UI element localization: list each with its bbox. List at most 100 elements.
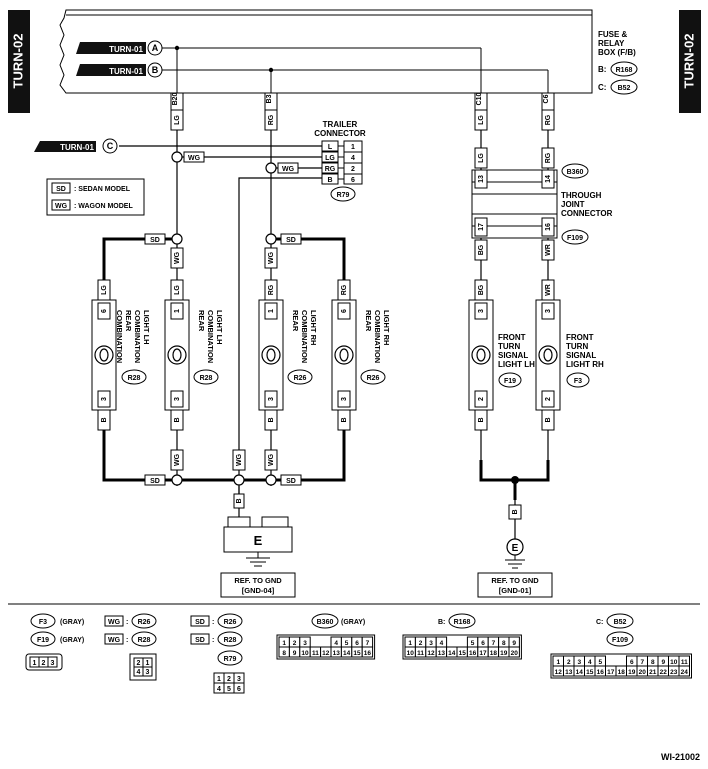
connector-pin-number: 17 — [607, 669, 615, 676]
tj-top-conn: B360 — [567, 169, 584, 176]
wire-wg-v2: WG — [268, 251, 275, 264]
trailer-pin-6: 6 — [351, 177, 355, 184]
connector-pin-cell — [508, 646, 520, 658]
legend-f19: F19 — [37, 637, 49, 644]
legend-f3-gray: (GRAY) — [60, 619, 84, 626]
trailer-wire-b: B — [327, 177, 332, 184]
front-lamp-labels: FRONT TURN SIGNAL LIGHT LH FRONT TURN SI… — [498, 333, 604, 388]
connector-pin-number: 19 — [628, 669, 636, 676]
flh-pin-3: 3 — [478, 309, 485, 313]
connector-pin-number: 15 — [353, 650, 361, 657]
conn6-pin-5: 5 — [227, 686, 231, 693]
sd-tags: SD SD SD SD — [144, 233, 302, 486]
connector-pin-number: 11 — [312, 650, 319, 657]
model-legend: SD : SEDAN MODEL WG : WAGON MODEL — [46, 178, 145, 216]
wire-b-5: B — [478, 417, 485, 422]
rrh2-pin-6: 6 — [341, 309, 348, 313]
turn01-a-label: TURN-01 — [109, 45, 143, 54]
rlh-label-2: COMBINATION — [115, 310, 124, 363]
trailer-wire-l: L — [328, 144, 333, 151]
connector-pin-number: 20 — [511, 650, 519, 657]
trailer-wire-rg: RG — [325, 166, 336, 173]
connector-pin-number: 6 — [630, 659, 634, 666]
lamp-pin-boxes — [97, 302, 555, 408]
turn01-b-ref: TURN-01 B — [76, 62, 163, 78]
legend-r28-1: R28 — [138, 637, 151, 644]
connector-pin-number: 1 — [282, 640, 286, 647]
pin-b3: B3 — [266, 94, 273, 103]
rrh-pin-3: 3 — [268, 397, 275, 401]
frh-pin-2: 2 — [545, 397, 552, 401]
connector-pin-number: 17 — [479, 650, 487, 657]
wire-wr-1: WR — [545, 244, 552, 256]
legend-wg-1: WG — [108, 619, 121, 626]
trailer-label-2: CONNECTOR — [314, 129, 366, 138]
conn6-pin-4: 4 — [217, 686, 221, 693]
fuse-box-internal-wires — [162, 47, 549, 93]
legend-wg-desc: : WAGON MODEL — [74, 203, 133, 210]
legend-f109-code: F109 — [612, 637, 628, 644]
rear-lamp-conns: R28 R28 R26 R26 — [121, 369, 386, 385]
wire-b-2: B — [174, 417, 181, 422]
fuse-box-c-prefix: C: — [598, 83, 606, 92]
conn3-pin-3: 3 — [51, 660, 55, 667]
connector-pin-number: 5 — [345, 640, 349, 647]
conn6-pin-2: 2 — [227, 676, 231, 683]
wire-rg-5: RG — [545, 152, 552, 163]
rlh-pin-6: 6 — [101, 309, 108, 313]
rlh2-pin-3: 3 — [174, 397, 181, 401]
rlh2-conn: R28 — [200, 375, 213, 382]
through-joint-connector — [471, 169, 558, 239]
connector-pin-number: 13 — [438, 650, 446, 657]
tj-label-2: JOINT — [561, 200, 585, 209]
connector-pin-number: 18 — [618, 669, 626, 676]
connector-pin-number: 2 — [567, 659, 571, 666]
rrh-label-2: COMBINATION — [300, 310, 309, 363]
legend-r79: R79 — [224, 656, 237, 663]
fuse-relay-box — [59, 9, 593, 94]
wire-lg-5: LG — [478, 153, 485, 163]
flh-conn: F19 — [504, 378, 516, 385]
fuse-box-b-prefix: B: — [598, 65, 606, 74]
trailer-wire-lg: LG — [325, 155, 335, 162]
rlh1-label-3: LIGHT LH — [142, 310, 151, 345]
connector-pin-number: 6 — [355, 640, 359, 647]
turn01-c-label: TURN-01 — [60, 143, 94, 152]
rrh2-pin-3: 3 — [341, 397, 348, 401]
rrh2-conn: R26 — [367, 375, 380, 382]
ref-b-letter: B — [152, 65, 159, 75]
conn6-pin-3: 3 — [237, 676, 241, 683]
rlh-conn: R28 — [128, 375, 141, 382]
connector-pin-number: 7 — [640, 659, 644, 666]
connector-pin-number: 2 — [293, 640, 297, 647]
rrh-label-1: REAR — [291, 310, 300, 332]
rrh2-label-1: REAR — [364, 310, 373, 332]
legend-f3: F3 — [39, 619, 47, 626]
frh-label-3: SIGNAL — [566, 351, 596, 360]
frh-conn: F3 — [574, 378, 582, 385]
connector-pin-number: 20 — [639, 669, 647, 676]
side-tab-right: TURN-02 — [679, 10, 701, 113]
rlh2-pin-1: 1 — [174, 309, 181, 313]
trailer-conn-code: R79 — [337, 192, 350, 199]
connector-pin-number: 16 — [469, 650, 477, 657]
diagram-code: WI-21002 — [661, 752, 700, 762]
flh-label-3: SIGNAL — [498, 351, 528, 360]
connector-pin-number: 3 — [577, 659, 581, 666]
ref-a-letter: A — [152, 43, 159, 53]
legend-b52-prefix: C: — [596, 619, 603, 626]
wire-b-1: B — [101, 417, 108, 422]
wire-wg-v5: WG — [268, 453, 275, 466]
legend-r168-prefix: B: — [438, 619, 445, 626]
frh-pin-3: 3 — [545, 309, 552, 313]
side-tab-left-label: TURN-02 — [10, 34, 25, 89]
connector-pin-number: 23 — [670, 669, 678, 676]
svg-text::: : — [126, 637, 128, 644]
rrh-pin-1: 1 — [268, 309, 275, 313]
ref-gnd-01-line1: REF. TO GND — [491, 576, 539, 585]
rrh2-label-3: LIGHT RH — [382, 310, 391, 345]
wire-rg-3: RG — [268, 284, 275, 295]
